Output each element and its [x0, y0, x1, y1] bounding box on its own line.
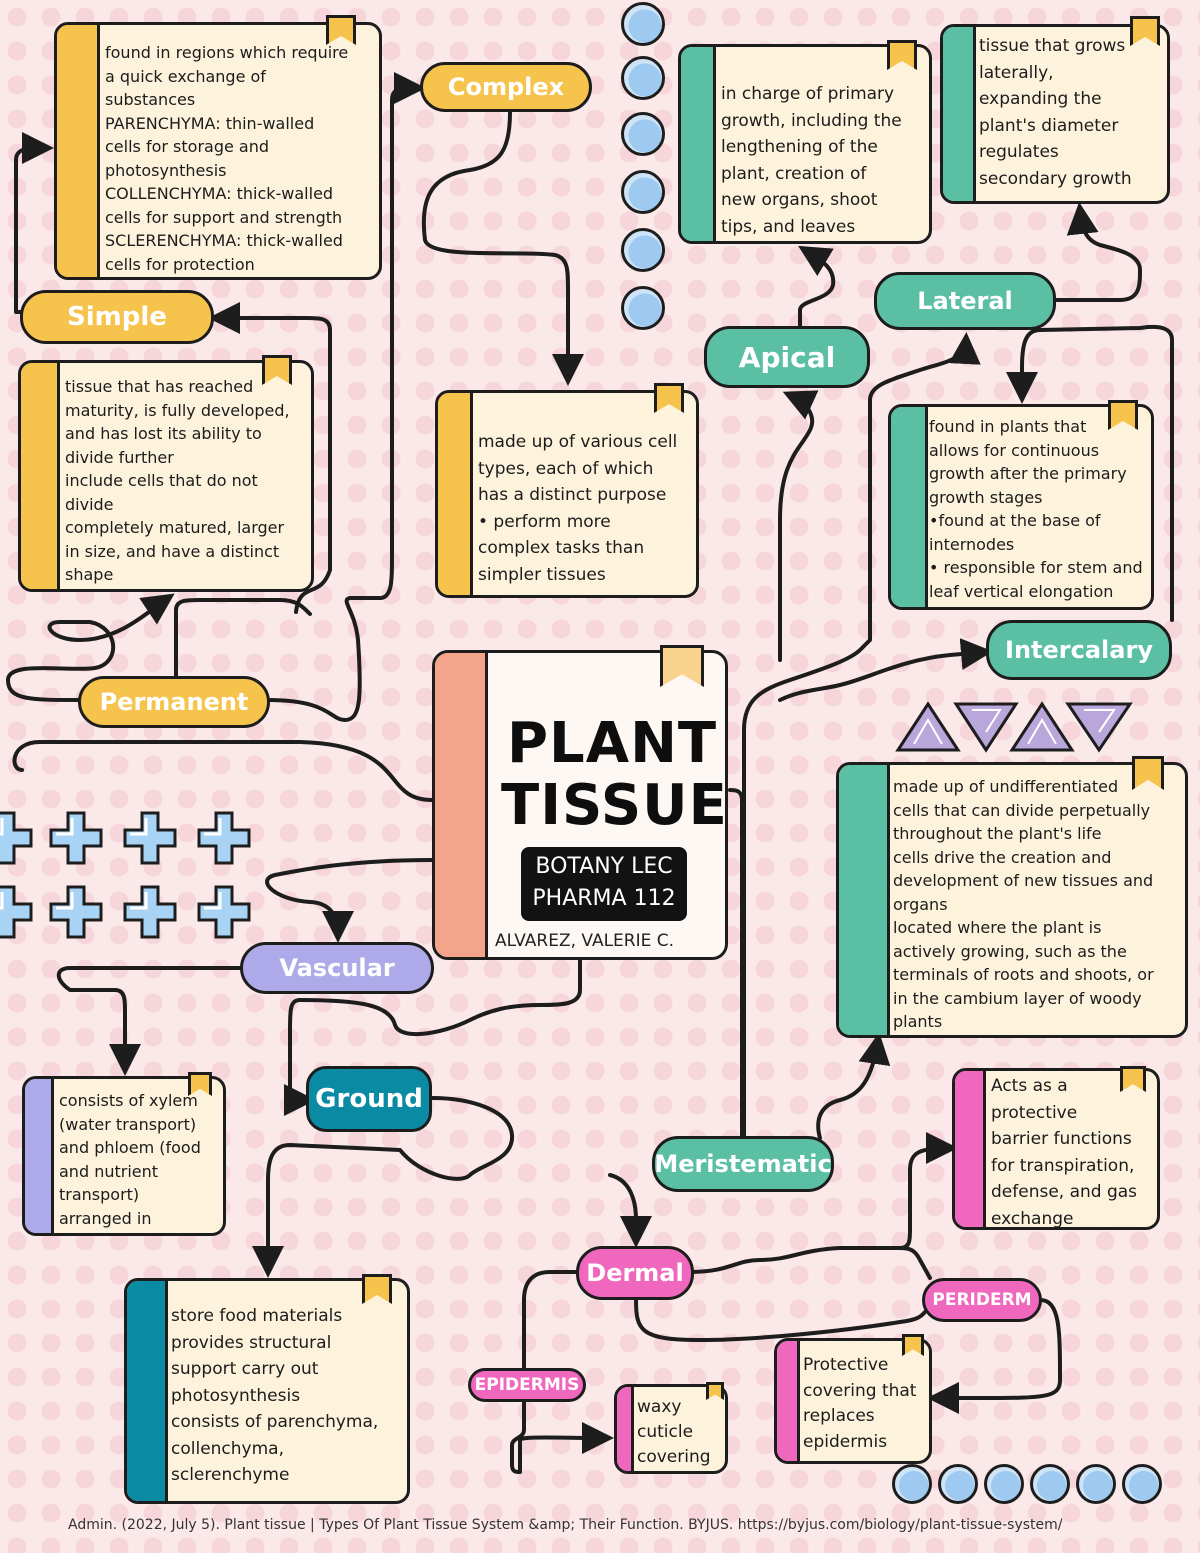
permanent-description: tissue that has reached maturity, is ful…: [65, 377, 290, 584]
simple-description-card: found in regions which require a quick e…: [54, 22, 382, 280]
periderm-description-card: Protective covering that replaces epider…: [774, 1338, 932, 1464]
dermal-description-card: Acts as a protective barrier functions f…: [952, 1068, 1160, 1230]
circle-dot-icon: [938, 1464, 978, 1504]
course-line-1: BOTANY LEC: [535, 854, 673, 879]
node-meristematic[interactable]: Meristematic: [652, 1136, 834, 1192]
node-complex[interactable]: Complex: [420, 62, 592, 112]
bookmark-icon: [188, 1072, 212, 1096]
course-badge: BOTANY LEC PHARMA 112: [521, 847, 687, 921]
complex-description-card: made up of various cell types, each of w…: [435, 390, 699, 598]
meristematic-description-card: made up of undifferentiated cells that c…: [836, 762, 1188, 1038]
plus-icon: [0, 811, 33, 865]
circle-dot-icon: [621, 228, 665, 272]
course-line-2: PHARMA 112: [532, 886, 676, 911]
plus-icon: [123, 885, 177, 939]
bookmark-icon: [706, 1382, 724, 1400]
node-vascular[interactable]: Vascular: [240, 942, 434, 994]
bookmark-icon: [262, 355, 292, 385]
node-simple[interactable]: Simple: [20, 290, 214, 344]
triangle-icon: [895, 701, 1133, 753]
author-name: ALVAREZ, VALERIE C.: [495, 931, 675, 951]
vascular-description: consists of xylem (water transport) and …: [59, 1091, 201, 1233]
circle-dot-icon: [621, 170, 665, 214]
circle-dot-icon: [621, 2, 665, 46]
permanent-description-card: tissue that has reached maturity, is ful…: [18, 360, 314, 592]
plus-icon: [49, 811, 103, 865]
plus-icon: [0, 885, 33, 939]
plus-icon: [123, 811, 177, 865]
ground-description: store food materials provides structural…: [171, 1306, 379, 1485]
epidermis-description: waxy cuticle covering: [637, 1397, 711, 1467]
circle-dot-icon: [1122, 1464, 1162, 1504]
title-card: PLANT TISSUES BOTANY LEC PHARMA 112 ALVA…: [432, 650, 728, 960]
node-dermal[interactable]: Dermal: [576, 1246, 694, 1300]
circle-dot-icon: [1076, 1464, 1116, 1504]
node-lateral[interactable]: Lateral: [874, 272, 1056, 330]
citation: Admin. (2022, July 5). Plant tissue | Ty…: [68, 1517, 1063, 1533]
plus-icon: [197, 811, 251, 865]
periderm-description: Protective covering that replaces epider…: [803, 1355, 917, 1452]
lateral-description-card: tissue that grows laterally, expanding t…: [940, 24, 1170, 204]
title-line-1: PLANT: [507, 711, 718, 776]
intercalary-description-card: found in plants that allows for continuo…: [888, 404, 1154, 610]
circle-dot-icon: [621, 286, 665, 330]
node-epidermis[interactable]: EPIDERMIS: [468, 1368, 586, 1402]
apical-description-card: in charge of primary growth, including t…: [678, 44, 932, 244]
lateral-description: tissue that grows laterally, expanding t…: [979, 36, 1132, 189]
dermal-description: Acts as a protective barrier functions f…: [991, 1076, 1138, 1229]
simple-description: found in regions which require a quick e…: [105, 43, 349, 274]
complex-description: made up of various cell types, each of w…: [478, 432, 678, 585]
node-apical[interactable]: Apical: [704, 326, 870, 388]
node-periderm[interactable]: PERIDERM: [922, 1278, 1042, 1322]
apical-description: in charge of primary growth, including t…: [721, 84, 902, 237]
meristematic-description: made up of undifferentiated cells that c…: [893, 777, 1154, 1031]
node-ground[interactable]: Ground: [306, 1066, 432, 1132]
circle-dot-icon: [621, 56, 665, 100]
node-intercalary[interactable]: Intercalary: [986, 620, 1172, 680]
bookmark-icon: [654, 383, 684, 413]
bookmark-icon: [1130, 16, 1160, 46]
circle-dot-icon: [621, 112, 665, 156]
intercalary-description: found in plants that allows for continuo…: [929, 417, 1143, 601]
circle-dot-icon: [892, 1464, 932, 1504]
vascular-description-card: consists of xylem (water transport) and …: [22, 1076, 226, 1236]
epidermis-description-card: waxy cuticle covering: [614, 1384, 728, 1474]
plus-icon: [49, 885, 103, 939]
title-line-2: TISSUES: [501, 773, 728, 838]
circle-dot-icon: [1030, 1464, 1070, 1504]
plus-icon: [197, 885, 251, 939]
bookmark-icon: [902, 1334, 924, 1356]
ground-description-card: store food materials provides structural…: [124, 1278, 410, 1504]
bookmark-icon: [326, 15, 356, 45]
node-permanent[interactable]: Permanent: [78, 676, 270, 728]
circle-dot-icon: [984, 1464, 1024, 1504]
